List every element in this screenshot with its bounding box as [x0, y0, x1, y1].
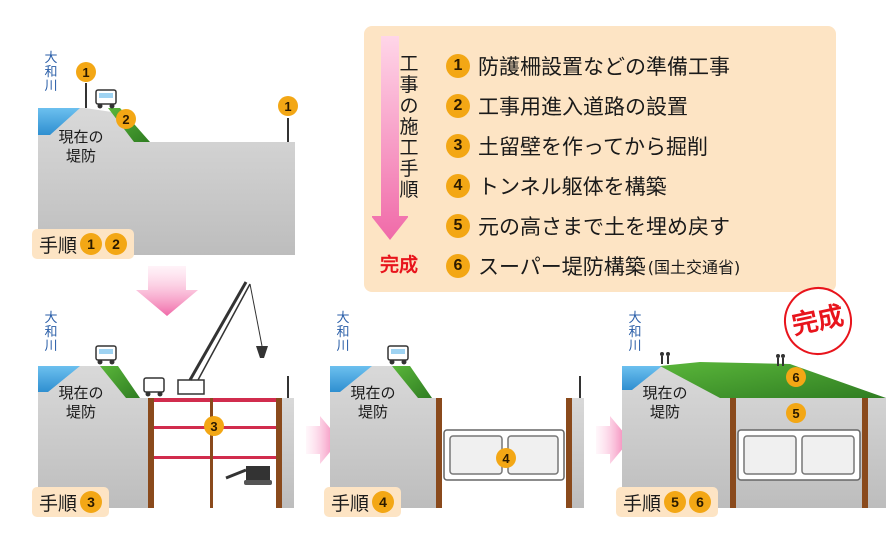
legend-panel: 1 防護柵設置などの準備工事 2 工事用進入道路の設置 3 土留壁を作ってから掘…: [364, 26, 836, 292]
legend-item-3: 3 土留壁を作ってから掘削: [446, 128, 708, 164]
legend-item-text: 工事用進入道路の設置: [478, 95, 688, 119]
marker-5: 5: [786, 403, 806, 423]
panel-step-5-6: [622, 352, 886, 508]
marker-4: 4: [496, 448, 516, 468]
step-number-5: 5: [664, 491, 687, 513]
river-label: 大和川: [336, 311, 350, 354]
step-number-4: 4: [446, 174, 470, 198]
legend-item-text: 元の高さまで土を埋め戻す: [478, 215, 730, 239]
marker-1: 1: [76, 62, 96, 82]
step-label-3: 手順 3: [32, 487, 110, 517]
river-label: 大和川: [44, 311, 58, 354]
step-number-1: 1: [446, 54, 470, 78]
truck-icon: [95, 89, 117, 109]
sequence-arrow-icon: [372, 36, 408, 240]
river-label: 大和川: [44, 51, 58, 94]
step-number-4: 4: [372, 491, 395, 513]
levee-label: 現在の堤防: [642, 384, 688, 421]
marker-6: 6: [786, 367, 806, 387]
step-label-5-6: 手順 5 6: [616, 487, 719, 517]
truck-icon: [387, 345, 409, 365]
crane-icon: [177, 281, 268, 395]
step-word: 手順: [623, 492, 662, 515]
down-arrow-icon: [136, 266, 198, 316]
marker-2: 2: [116, 109, 136, 129]
sequence-title: 工事の施工手順: [399, 53, 419, 201]
step-number-6: 6: [446, 254, 470, 278]
legend-item-note: (国土交通省): [647, 258, 741, 277]
super-levee-grass: [660, 362, 886, 398]
step-number-2: 2: [105, 233, 128, 255]
step-number-3: 3: [80, 491, 103, 513]
legend-item-4: 4 トンネル躯体を構築: [446, 168, 667, 204]
legend-item-text: スーパー堤防構築: [478, 255, 646, 279]
complete-label: 完成: [380, 254, 419, 276]
legend-item-5: 5 元の高さまで土を埋め戻す: [446, 208, 730, 244]
step-word: 手順: [331, 492, 370, 515]
panel-step-1-2: [38, 83, 295, 255]
legend-item-text: トンネル躯体を構築: [478, 175, 667, 199]
levee-label: 現在の堤防: [58, 384, 104, 421]
stamp-text: 完成: [789, 300, 847, 342]
legend-item-6: 6 スーパー堤防構築 (国土交通省): [446, 248, 740, 284]
step-label-1-2: 手順 1 2: [32, 229, 135, 259]
step-word: 手順: [39, 492, 78, 515]
step-label-4: 手順 4: [324, 487, 402, 517]
legend-item-text: 防護柵設置などの準備工事: [478, 55, 730, 79]
river-label: 大和川: [628, 311, 642, 354]
people-icon: [660, 352, 785, 366]
step-number-6: 6: [689, 491, 712, 513]
river-water: [38, 108, 80, 135]
panel-step-3: [38, 281, 294, 508]
step-word: 手順: [39, 234, 78, 257]
step-number-3: 3: [446, 134, 470, 158]
truck-icon: [95, 345, 165, 397]
levee-label: 現在の堤防: [58, 128, 104, 165]
levee-label: 現在の堤防: [350, 384, 396, 421]
legend-item-2: 2 工事用進入道路の設置: [446, 88, 688, 124]
step-number-2: 2: [446, 94, 470, 118]
next-arrow-icon: [306, 416, 340, 464]
step-number-1: 1: [80, 233, 103, 255]
next-arrow-icon: [596, 416, 630, 464]
legend-item-text: 土留壁を作ってから掘削: [478, 135, 708, 159]
tunnel-box: [737, 429, 861, 481]
marker-3: 3: [204, 416, 224, 436]
step-number-5: 5: [446, 214, 470, 238]
panel-step-4: [330, 345, 584, 508]
legend-item-1: 1 防護柵設置などの準備工事: [446, 48, 730, 84]
excavator-icon: [225, 466, 272, 485]
marker-1: 1: [278, 96, 298, 116]
